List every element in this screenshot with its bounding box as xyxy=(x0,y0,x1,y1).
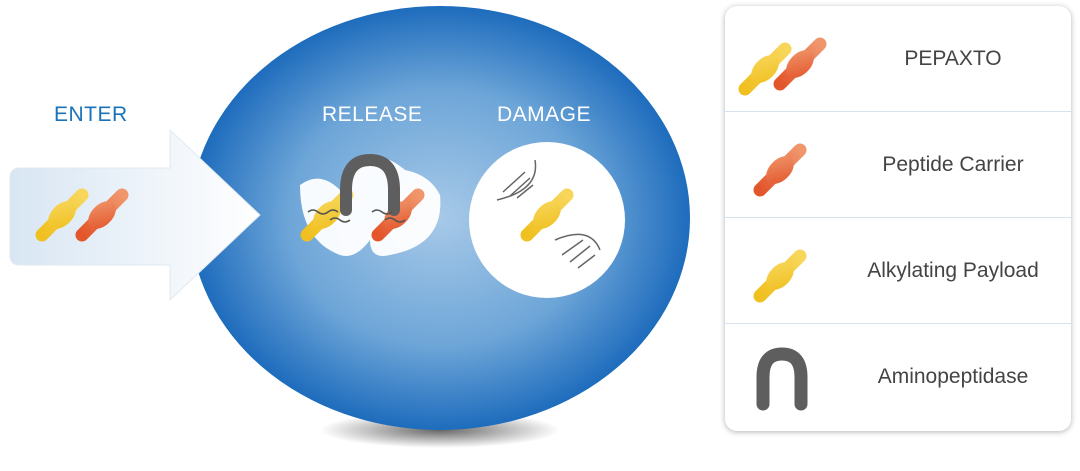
enter-arrow xyxy=(9,128,261,302)
pepaxto-molecule-icon xyxy=(735,14,835,104)
legend-item-pepaxto: PEPAXTO xyxy=(725,6,1071,112)
legend-label: PEPAXTO xyxy=(904,46,1002,70)
step-release-label: RELEASE xyxy=(322,103,423,126)
legend: PEPAXTO Peptide Carrier Alkylating Paylo… xyxy=(725,6,1071,431)
step-damage-label: DAMAGE xyxy=(497,103,592,126)
alkylating-payload-icon xyxy=(735,226,835,316)
legend-item-alkylating-payload: Alkylating Payload xyxy=(725,218,1071,324)
legend-label: Aminopeptidase xyxy=(877,365,1029,388)
peptide-carrier-icon xyxy=(735,120,835,210)
legend-label: Peptide Carrier xyxy=(882,152,1024,176)
legend-label: Alkylating Payload xyxy=(867,258,1039,282)
cell xyxy=(190,6,690,430)
damage-illustration xyxy=(469,142,625,298)
legend-item-peptide-carrier: Peptide Carrier xyxy=(725,112,1071,218)
step-enter-label: ENTER xyxy=(54,103,128,126)
release-illustration xyxy=(300,153,441,256)
aminopeptidase-icon xyxy=(756,347,808,411)
legend-item-aminopeptidase: Aminopeptidase xyxy=(725,324,1071,430)
